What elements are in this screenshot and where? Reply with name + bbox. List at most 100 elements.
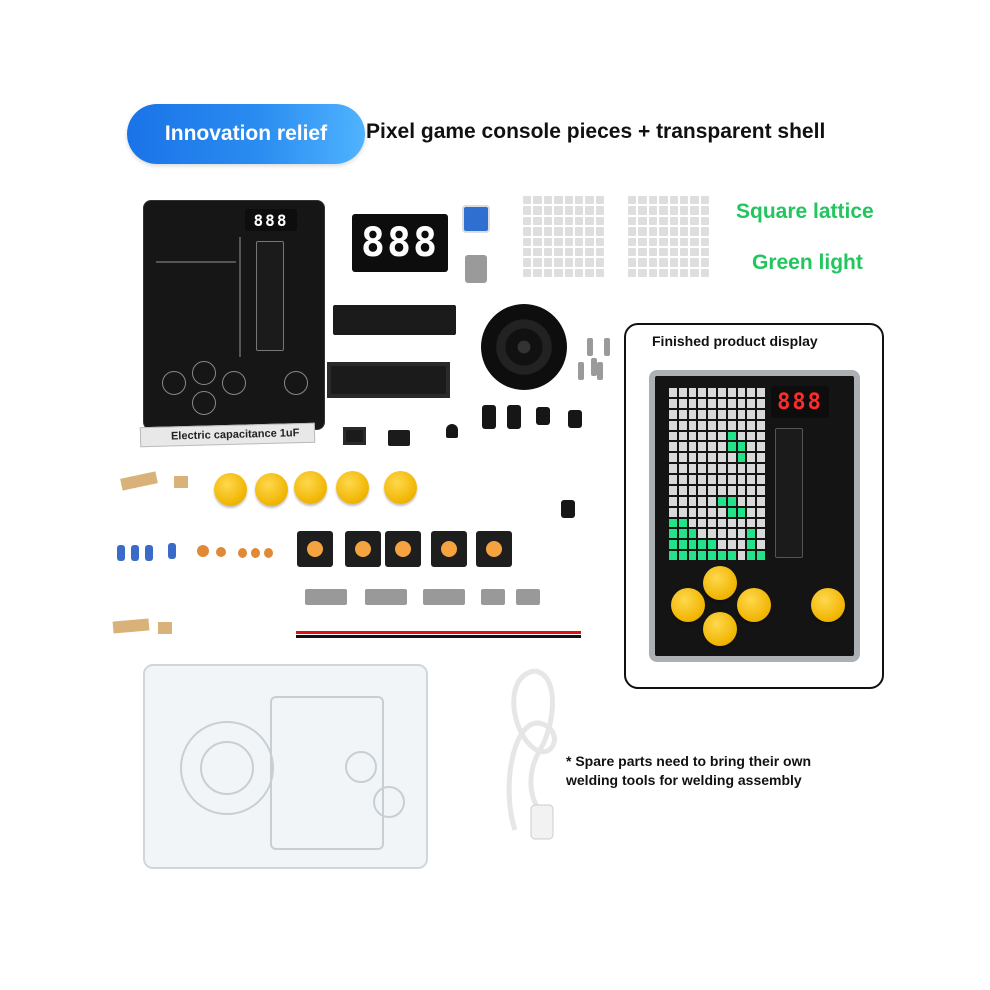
led-dot <box>533 227 542 236</box>
game-led-dot <box>757 398 765 408</box>
tact-switch <box>385 531 421 567</box>
led-dot <box>585 268 594 277</box>
game-led-dot <box>727 420 736 430</box>
game-led-dot <box>698 398 707 408</box>
game-led-dot <box>727 398 736 408</box>
game-led-dot <box>708 453 716 463</box>
pcb-button-pad <box>162 371 186 395</box>
led-dot <box>523 227 532 236</box>
game-led-dot <box>669 551 677 560</box>
game-led-dot <box>678 485 687 495</box>
led-dot <box>700 206 709 215</box>
led-dot <box>659 206 668 215</box>
led-dot <box>669 196 678 205</box>
led-dot <box>638 216 647 226</box>
screw <box>578 362 584 380</box>
led-dot <box>564 196 573 205</box>
led-dot <box>595 258 604 267</box>
led-dot <box>659 216 668 226</box>
small-chip <box>388 430 410 446</box>
pcb-chip-outline <box>256 241 284 351</box>
led-dot <box>700 237 709 246</box>
resistor <box>117 545 125 561</box>
game-led-dot <box>718 518 726 528</box>
game-led-dot <box>757 431 765 441</box>
game-led-dot <box>708 388 716 397</box>
led-dot <box>679 196 689 205</box>
led-dot <box>690 216 699 226</box>
game-led-dot <box>708 507 716 517</box>
game-led-dot <box>727 518 736 528</box>
led-dot <box>679 227 689 236</box>
game-led-dot <box>678 464 687 473</box>
led-dot <box>543 258 553 267</box>
led-dot <box>564 237 573 246</box>
led-dot <box>669 237 678 246</box>
electrolytic-capacitor <box>536 407 550 425</box>
shell-screen-frame <box>270 696 384 850</box>
game-led-dot <box>688 540 697 550</box>
game-led-dot <box>757 475 765 484</box>
led-dot <box>554 258 563 267</box>
game-led-dot <box>688 518 697 528</box>
led-dot <box>700 247 709 257</box>
game-led-dot <box>737 409 746 419</box>
led-dot <box>595 206 604 215</box>
led-dot <box>669 216 678 226</box>
led-dot <box>690 206 699 215</box>
led-dot <box>523 237 532 246</box>
ceramic-capacitor <box>197 545 209 557</box>
led-dot <box>574 237 584 246</box>
resistor-tape <box>174 476 188 488</box>
battery-clip <box>423 589 465 605</box>
led-dot <box>628 247 637 257</box>
led-dot <box>669 247 678 257</box>
led-dot <box>648 196 658 205</box>
game-led-dot <box>747 485 756 495</box>
led-dot <box>585 206 594 215</box>
game-led-dot <box>718 475 726 484</box>
game-led-dot <box>727 475 736 484</box>
game-led-dot <box>747 442 756 452</box>
game-led-dot <box>669 431 677 441</box>
tact-switch <box>345 531 381 567</box>
led-dot <box>679 258 689 267</box>
led-dot <box>554 247 563 257</box>
screw <box>587 338 593 356</box>
led-dot <box>574 258 584 267</box>
game-led-dot <box>669 398 677 408</box>
game-led-dot <box>727 409 736 419</box>
led-dot <box>595 268 604 277</box>
electrolytic-capacitor <box>561 500 575 518</box>
shell-speaker-ring <box>180 721 274 815</box>
tact-switch <box>431 531 467 567</box>
game-led-dot <box>698 496 707 506</box>
game-led-dot <box>669 442 677 452</box>
game-led-dot <box>688 442 697 452</box>
led-dot <box>679 206 689 215</box>
led-dot <box>669 227 678 236</box>
game-led-dot <box>698 453 707 463</box>
led-dot <box>690 268 699 277</box>
led-dot <box>523 216 532 226</box>
game-led-dot <box>737 529 746 539</box>
led-dot <box>585 196 594 205</box>
game-led-dot <box>718 409 726 419</box>
game-led-dot <box>727 388 736 397</box>
game-led-dot <box>669 420 677 430</box>
usb-cable <box>506 668 557 840</box>
led-dot <box>585 258 594 267</box>
led-dot <box>659 258 668 267</box>
button-cap <box>214 473 247 506</box>
potentiometer <box>462 205 490 233</box>
led-dot <box>533 237 542 246</box>
led-dot <box>533 206 542 215</box>
game-led-dot <box>737 442 746 452</box>
game-led-dot <box>727 551 736 560</box>
game-led-dot <box>757 540 765 550</box>
black-wire <box>296 635 581 638</box>
screw <box>597 362 603 380</box>
game-led-dot <box>708 475 716 484</box>
led-dot <box>690 258 699 267</box>
game-led-dot <box>718 529 726 539</box>
